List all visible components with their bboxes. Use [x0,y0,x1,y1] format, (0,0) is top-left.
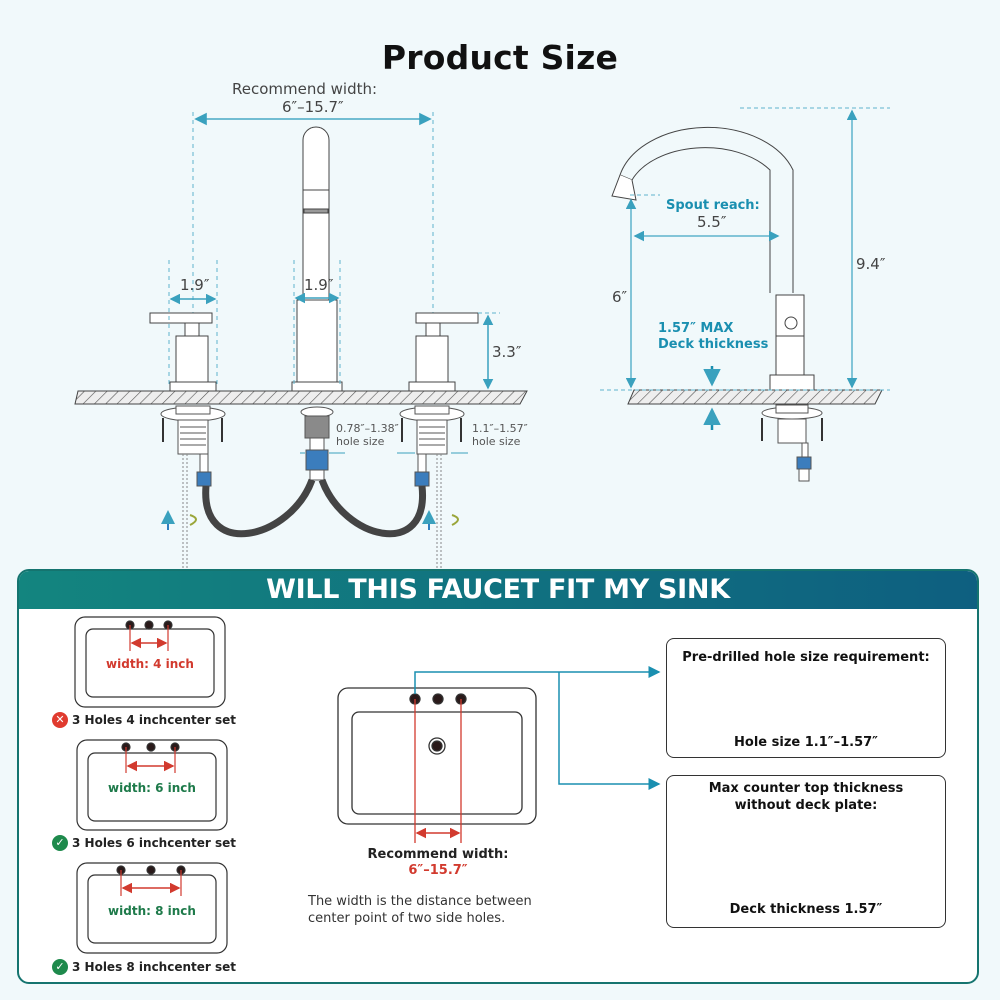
width-note: The width is the distance between center… [308,893,532,927]
rotate-icon [189,514,197,526]
thickness-box-footer: Deck thickness 1.57″ [729,902,883,917]
recommend-width-value: 6″–15.7″ [282,98,344,116]
fit-diagrams [74,616,878,954]
left-hose [202,478,316,538]
sink-2-width-label: width: 8 inch [108,904,196,918]
sink-2-caption-text: 3 Holes 8 inchcenter set [72,960,237,974]
hole-size-box: Pre-drilled hole size requirement: Hole … [666,638,946,758]
side-hole-size: 1.1″–1.57″ hole size [472,422,528,448]
front-view-drawing [74,107,890,568]
main-recommend-value: 6″–15.7″ [408,863,468,878]
fit-panel: WILL THIS FAUCET FIT MY SINK [17,569,979,984]
rotate-icon [451,514,459,526]
page-title: Product Size [381,38,619,77]
thickness-box-title: Max counter top thickness without deck p… [667,780,945,814]
left-valve-underdeck [160,405,226,568]
sink-1-caption: ✓ 3 Holes 6 inchcenter set [52,835,236,851]
x-circle-icon: ✕ [52,712,68,728]
sink-0-width-label: width: 4 inch [106,657,194,671]
side-hole-size-value: 1.1″–1.57″ [472,422,528,435]
hole-size-box-title: Pre-drilled hole size requirement: [682,650,930,665]
sink-4in [74,616,226,708]
right-valve-underdeck [399,405,465,568]
center-hole-size-label: hole size [336,435,385,448]
left-handle [149,312,217,392]
side-valve-underdeck [761,404,823,482]
hole-size-box-footer: Hole size 1.1″–1.57″ [734,735,878,750]
thickness-box-title-line2: without deck plate: [734,798,878,813]
sink-0-caption: ✕ 3 Holes 4 inchcenter set [52,712,236,728]
right-handle [408,312,479,392]
center-hole-size: 0.78″–1.38″ hole size [336,422,399,448]
sink-6in [76,739,228,831]
side-view-faucet [611,126,815,391]
right-hose [318,478,426,538]
connector-hole-size [414,666,661,694]
main-sink [337,687,537,843]
countertop-front [74,390,528,405]
fit-banner: WILL THIS FAUCET FIT MY SINK [19,571,977,609]
spout-base-width-value: 1.9″ [304,276,334,294]
thickness-box-title-line1: Max counter top thickness [708,781,904,796]
center-valve-underdeck [300,406,334,481]
recommend-width-label: Recommend width: [232,80,378,98]
deck-thickness-note: 1.57″ MAX Deck thickness [658,321,768,353]
connector-thickness [558,672,661,790]
width-note-line2: center point of two side holes. [308,911,506,926]
deck-thickness-label: Deck thickness [658,337,769,352]
check-circle-icon: ✓ [52,959,68,975]
side-hole-size-label: hole size [472,435,521,448]
sink-8in [76,862,228,954]
spout-height-value: 6″ [612,288,628,306]
sink-2-caption: ✓ 3 Holes 8 inchcenter set [52,959,236,975]
thickness-box: Max counter top thickness without deck p… [666,775,946,928]
spout-reach-label: Spout reach: [666,198,760,213]
countertop-side [627,389,883,405]
sink-1-caption-text: 3 Holes 6 inchcenter set [72,836,237,850]
sink-1-width-label: width: 6 inch [108,781,196,795]
center-spout [291,126,343,392]
handle-width-value: 1.9″ [180,276,210,294]
total-height-value: 9.4″ [856,255,886,273]
sink-0-caption-text: 3 Holes 4 inchcenter set [72,713,237,727]
center-hole-size-value: 0.78″–1.38″ [336,422,399,435]
handle-height-value: 3.3″ [492,343,522,361]
main-recommend-label: Recommend width: [367,847,509,862]
width-note-line1: The width is the distance between [308,894,532,909]
spout-reach-value: 5.5″ [697,213,727,231]
deck-thickness-max: 1.57″ MAX [658,321,734,336]
check-circle-icon: ✓ [52,835,68,851]
